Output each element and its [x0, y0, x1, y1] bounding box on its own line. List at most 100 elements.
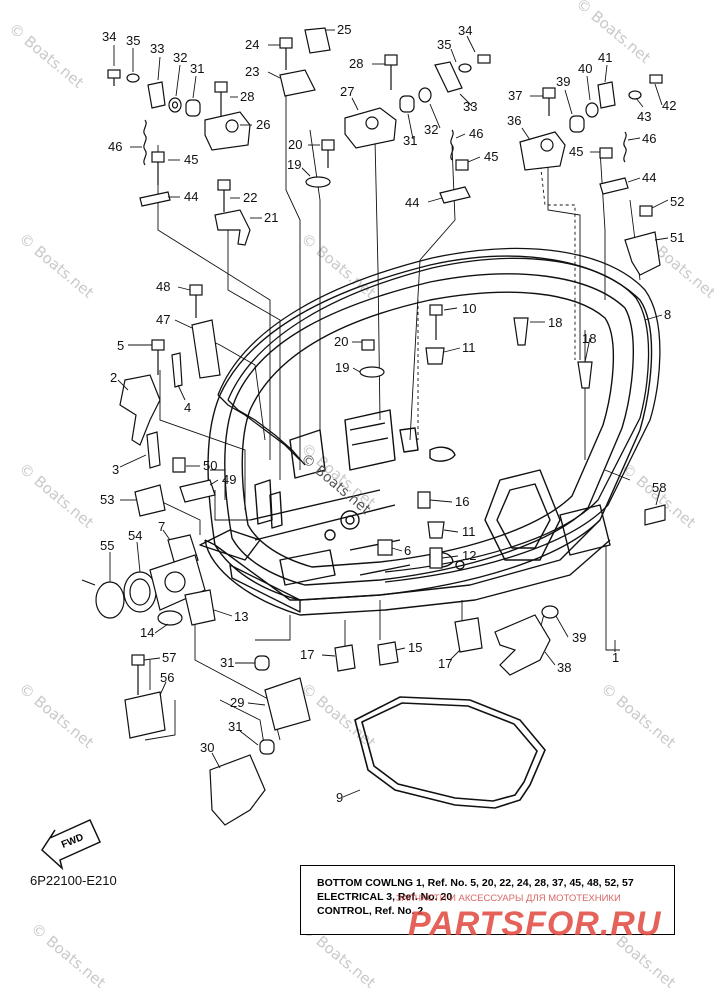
plug-18a: [513, 317, 529, 346]
callout-20: 20: [334, 334, 348, 349]
callout-33: 33: [463, 99, 477, 114]
callout-47: 47: [156, 312, 170, 327]
callout-1: 1: [612, 650, 619, 665]
spring-46a: [143, 119, 147, 166]
tag-58: [644, 504, 666, 526]
callout-26: 26: [256, 117, 270, 132]
clip-25: [304, 27, 331, 54]
holder-49: [179, 479, 216, 503]
callout-36: 36: [507, 113, 521, 128]
bolt-57: [131, 654, 145, 695]
fwd-arrow-icon: FWD: [41, 819, 101, 871]
watermark: © Boats.net: [5, 19, 87, 92]
bush-12: [429, 547, 443, 569]
callout-37: 37: [508, 88, 522, 103]
callout-8: 8: [664, 307, 671, 322]
damper-17b: [454, 617, 483, 653]
callout-2: 2: [110, 370, 117, 385]
callout-55: 55: [100, 538, 114, 553]
bracket-47: [191, 319, 221, 379]
band-55: [81, 579, 125, 619]
grommet-11a: [425, 347, 445, 365]
callout-15: 15: [408, 640, 422, 655]
callout-6: 6: [404, 543, 411, 558]
callout-46: 46: [108, 139, 122, 154]
callout-48: 48: [156, 279, 170, 294]
bolt-34b: [477, 54, 491, 64]
watermark: © Boats.net: [297, 229, 379, 302]
clip-33b: [434, 61, 463, 93]
callout-30: 30: [200, 740, 214, 755]
bolt-28b: [384, 54, 398, 90]
spring-46b: [450, 129, 454, 161]
bolt-5: [151, 339, 165, 375]
plate-21: [214, 209, 251, 246]
bracket-36: [519, 131, 566, 171]
callout-43: 43: [637, 109, 651, 124]
callout-19: 19: [287, 157, 301, 172]
callout-28: 28: [240, 89, 254, 104]
bolt-42: [649, 74, 663, 84]
bottom-cowling: [199, 255, 653, 616]
reference-line-2: ELECTRICAL 3, Ref. No. 20: [317, 891, 453, 903]
grommet-31c: [254, 655, 270, 671]
callout-layer: [109, 29, 669, 798]
callout-19: 19: [335, 360, 349, 375]
watermark: © Boats.net: [27, 919, 109, 988]
guide-30: [209, 754, 266, 826]
callout-49: 49: [222, 472, 236, 487]
bolt-45a: [151, 151, 165, 185]
bolt-10: [429, 304, 443, 340]
plate-44c: [599, 177, 629, 195]
reference-line-3: CONTROL, Ref. No. 2: [317, 905, 424, 917]
clip-41: [597, 81, 616, 109]
callout-38: 38: [557, 660, 571, 675]
callout-17: 17: [438, 656, 452, 671]
bolt-34a: [107, 69, 121, 86]
callout-42: 42: [662, 98, 676, 113]
callout-56: 56: [160, 670, 174, 685]
callout-9: 9: [336, 790, 343, 805]
callout-11: 11: [462, 524, 476, 539]
callout-24: 24: [245, 37, 259, 52]
callout-3: 3: [112, 462, 119, 477]
bracket-26: [204, 111, 251, 151]
pad-19a: [305, 176, 331, 188]
reference-line-1: BOTTOM COWLNG 1, Ref. No. 5, 20, 22, 24,…: [317, 877, 634, 889]
callout-53: 53: [100, 492, 114, 507]
callout-10: 10: [462, 301, 476, 316]
bracket-56: [124, 691, 166, 739]
grommet-39a: [569, 115, 585, 133]
bolt-22: [217, 179, 231, 212]
callout-27: 27: [340, 84, 354, 99]
watermark: © Boats.net: [15, 679, 97, 752]
callout-51: 51: [670, 230, 684, 245]
bolt-24: [279, 37, 293, 70]
callout-41: 41: [598, 50, 612, 65]
lever-2: [119, 374, 161, 446]
shop-tagline: ЗАПЧАСТИ И АКСЕССУАРЫ ДЛЯ МОТОТЕХНИКИ: [396, 893, 621, 904]
callout-20: 20: [288, 137, 302, 152]
bolt-28a: [214, 81, 228, 118]
damper-17a: [334, 644, 356, 672]
watermark: © Boats.net: [15, 459, 97, 532]
washer-43: [628, 90, 642, 100]
callout-18: 18: [582, 331, 596, 346]
callout-44: 44: [642, 170, 656, 185]
callout-32: 32: [173, 50, 187, 65]
callout-46: 46: [469, 126, 483, 141]
callout-33: 33: [150, 41, 164, 56]
callout-13: 13: [234, 609, 248, 624]
ring-32b: [418, 87, 432, 103]
washer-35b: [458, 63, 472, 73]
callout-32: 32: [424, 122, 438, 137]
watermark: © Boats.net: [597, 679, 679, 752]
callout-34: 34: [102, 29, 116, 44]
cap-6: [377, 539, 393, 556]
shop-logo: PARTSFOR.RU: [408, 905, 662, 943]
ring-54: [123, 571, 157, 613]
cowling-seal-ring: [217, 247, 661, 583]
callout-23: 23: [245, 64, 259, 79]
callout-18: 18: [548, 315, 562, 330]
